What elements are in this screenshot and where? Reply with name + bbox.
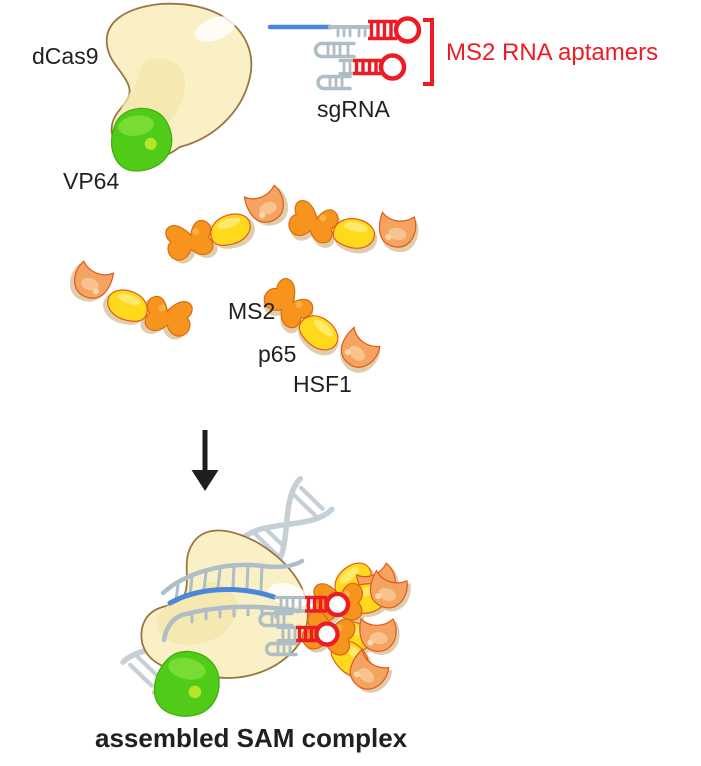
dcas9-label: dCas9 <box>32 43 99 69</box>
sam-cluster-2 <box>301 610 400 700</box>
ms2-aptamers-label: MS2 RNA aptamers <box>446 39 659 66</box>
mph-complex-2 <box>286 192 421 266</box>
ms2-aptamer-loop-1 <box>368 16 422 44</box>
target-dna-rloop <box>160 558 305 643</box>
sgrna-scaffold <box>267 24 371 91</box>
mph-complex-1 <box>159 183 296 269</box>
ms2-aptamer-loop-2 <box>353 53 407 81</box>
figure-caption: assembled SAM complex <box>95 723 408 753</box>
p65-label: p65 <box>258 341 297 367</box>
ms2-aptamer-assembled-1 <box>305 591 351 618</box>
hsf1-label: HSF1 <box>293 371 352 397</box>
down-arrow <box>191 430 219 491</box>
sgrna-stems-assembled <box>258 595 308 657</box>
sgrna-label: sgRNA <box>317 96 390 122</box>
ms2-label: MS2 <box>228 298 276 324</box>
vp64-label: VP64 <box>63 168 120 194</box>
ms2-aptamer-assembled-2 <box>296 621 340 647</box>
aptamer-bracket <box>423 18 434 86</box>
mph-complex-3 <box>62 259 199 345</box>
sgrna-spacer-bound <box>167 587 277 606</box>
